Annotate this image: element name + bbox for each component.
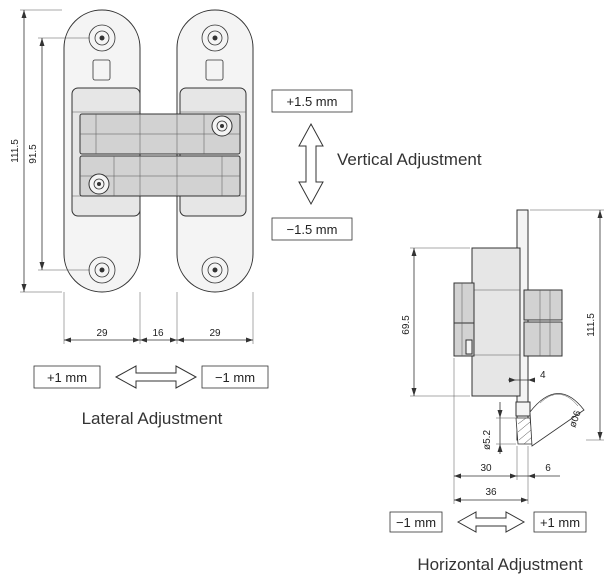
screw-hole xyxy=(201,256,229,284)
dimension-total-depth: 36 xyxy=(454,487,528,503)
horizontal-minus-box xyxy=(389,511,443,533)
lateral-adjustment: +1 mm −1 mm Lateral Adjustment xyxy=(33,365,269,428)
screw-hole xyxy=(201,24,229,52)
vertical-minus-box xyxy=(271,217,353,241)
horizontal-minus-label: −1 mm xyxy=(396,515,436,530)
vertical-plus-box xyxy=(271,89,353,113)
vertical-minus-label: −1.5 mm xyxy=(287,222,338,237)
horizontal-adjustment-label: Horizontal Adjustment xyxy=(417,555,583,574)
dimension-offset: 4 xyxy=(508,370,546,383)
double-arrow-horizontal-icon xyxy=(456,511,526,533)
swing-arc xyxy=(529,393,585,447)
lateral-minus-label: −1 mm xyxy=(215,370,255,385)
lateral-minus-box xyxy=(201,365,269,389)
dim-center-gap: 16 xyxy=(152,328,164,339)
side-view: 69.5 111.5 4 ø5.2 ø06 xyxy=(401,209,604,504)
dim-depth: 30 xyxy=(480,463,492,474)
dim-total-depth: 36 xyxy=(485,487,497,498)
front-view: 111.5 91.5 29 16 29 xyxy=(10,9,254,344)
vertical-adjustment-label: Vertical Adjustment xyxy=(337,150,482,169)
lateral-adjustment-label: Lateral Adjustment xyxy=(82,409,223,428)
horizontal-plus-label: +1 mm xyxy=(540,515,580,530)
dimension-side-overall: 111.5 xyxy=(530,209,604,441)
dim-hole-spacing: 91.5 xyxy=(28,144,39,164)
dim-hole: ø5.2 xyxy=(482,430,493,450)
dimension-hole: ø5.2 xyxy=(482,402,516,454)
dim-right-width: 29 xyxy=(209,328,221,339)
dim-left-width: 29 xyxy=(96,328,108,339)
dim-flange: 6 xyxy=(545,463,551,474)
vertical-adjustment: +1.5 mm −1.5 mm Vertical Adjustment xyxy=(271,89,482,241)
dim-side-overall-height: 111.5 xyxy=(586,313,597,337)
slot xyxy=(92,59,111,81)
dimension-body-height: 69.5 xyxy=(401,247,470,397)
side-body xyxy=(471,247,521,397)
dim-body-height: 69.5 xyxy=(401,315,412,335)
adjustment-screw xyxy=(88,173,110,195)
horizontal-adjustment: −1 mm +1 mm Horizontal Adjustment xyxy=(389,511,587,574)
slot xyxy=(205,59,224,81)
dimension-overall-height: 111.5 xyxy=(10,9,62,293)
dim-offset: 4 xyxy=(540,370,546,381)
adjustment-screw xyxy=(211,115,233,137)
dimension-hole-spacing: 91.5 xyxy=(28,37,90,271)
horizontal-plus-box xyxy=(533,511,587,533)
vertical-plus-label: +1.5 mm xyxy=(287,94,338,109)
double-arrow-horizontal-icon xyxy=(114,365,198,389)
dimension-widths: 29 16 29 xyxy=(63,292,254,344)
dimension-depth: 30 6 xyxy=(453,358,560,504)
lateral-plus-box xyxy=(33,365,101,389)
dim-overall-height: 111.5 xyxy=(10,139,21,163)
double-arrow-vertical-icon xyxy=(298,122,324,206)
lateral-plus-label: +1 mm xyxy=(47,370,87,385)
